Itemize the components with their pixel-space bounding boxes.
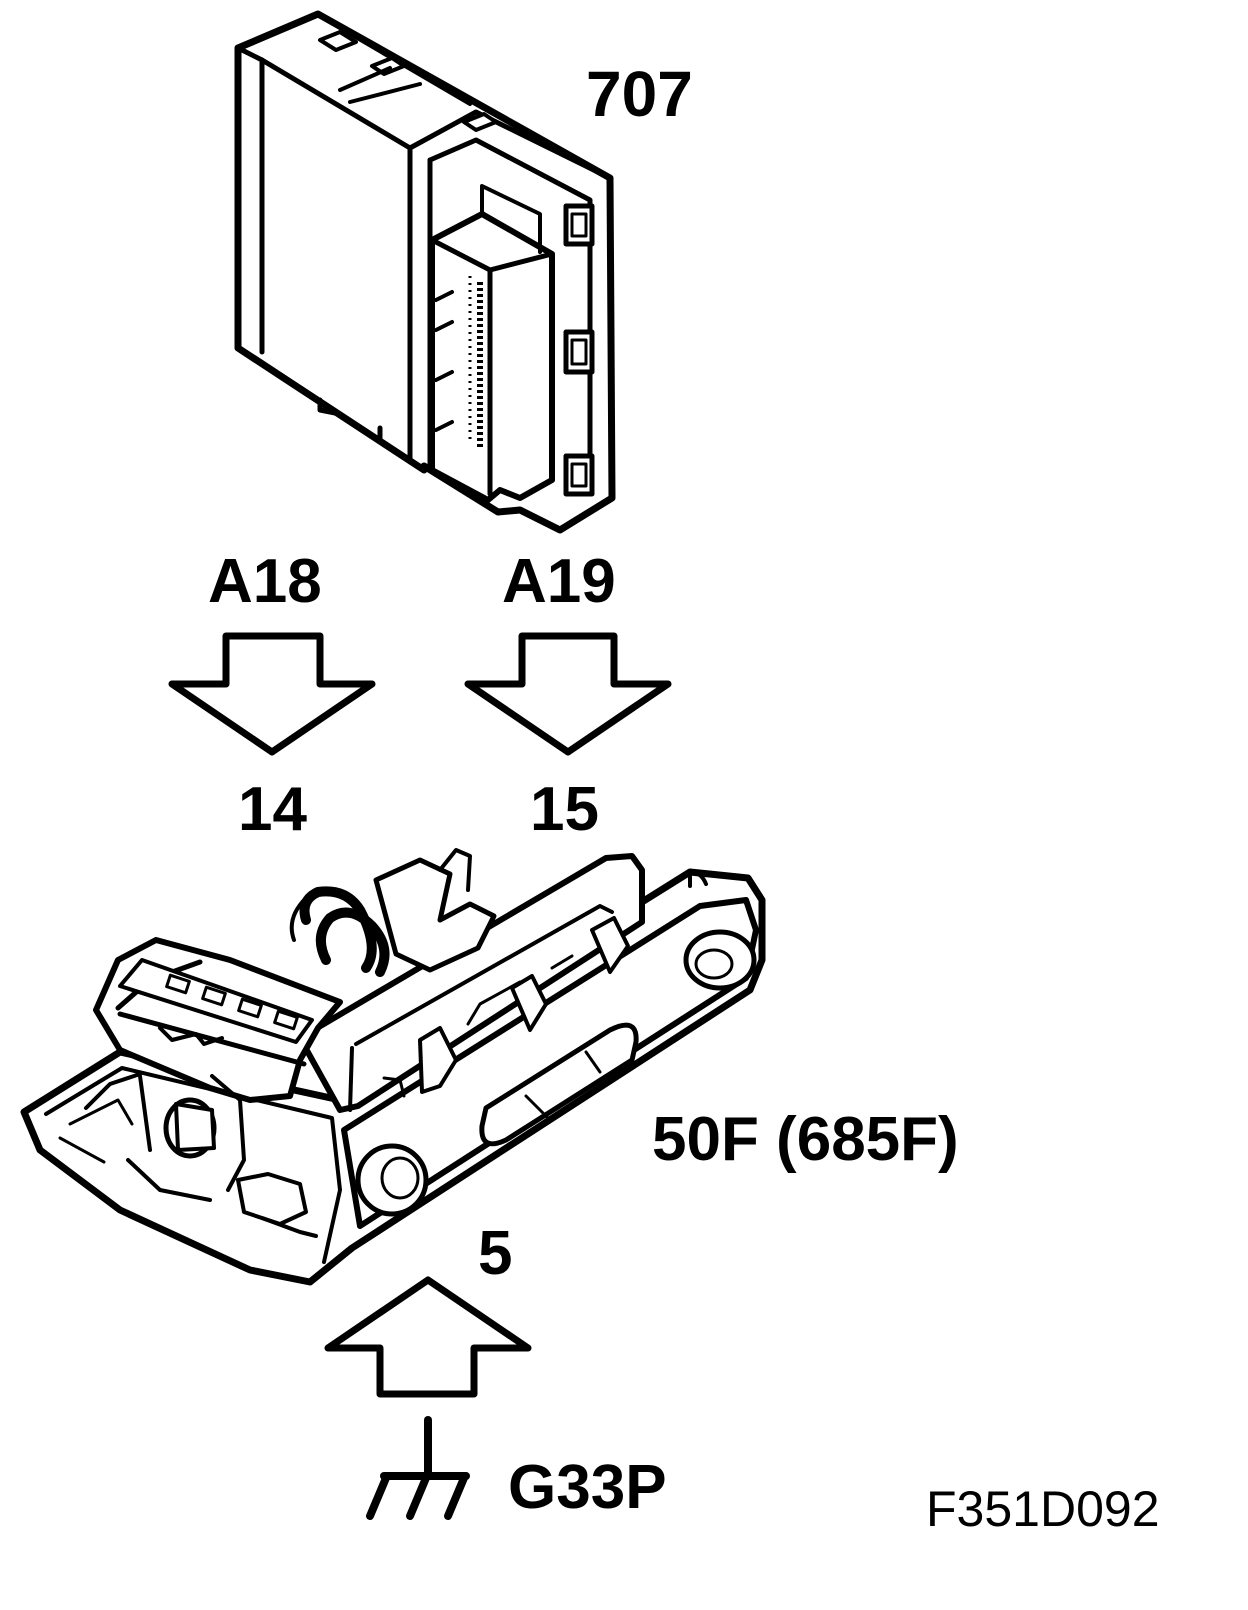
down-arrow-icon bbox=[168, 632, 376, 756]
ground-terminal-label: 5 bbox=[478, 1219, 512, 1288]
down-arrow-icon bbox=[464, 632, 672, 756]
connector-pins-icon bbox=[468, 276, 483, 450]
pin-right-label: A19 bbox=[502, 547, 616, 616]
control-module-icon bbox=[234, 10, 616, 534]
switch-id-label: 50F (685F) bbox=[652, 1105, 959, 1174]
up-arrow-icon bbox=[324, 1276, 532, 1398]
module-id-label: 707 bbox=[586, 58, 693, 130]
pin-left-label: A18 bbox=[208, 547, 322, 616]
terminal-left-label: 14 bbox=[238, 775, 307, 844]
ground-symbol-icon bbox=[366, 1416, 470, 1520]
figure-ref-label: F351D092 bbox=[926, 1481, 1160, 1537]
ground-id-label: G33P bbox=[508, 1453, 667, 1522]
light-switch-assembly-icon bbox=[20, 848, 766, 1286]
terminal-right-label: 15 bbox=[530, 775, 599, 844]
